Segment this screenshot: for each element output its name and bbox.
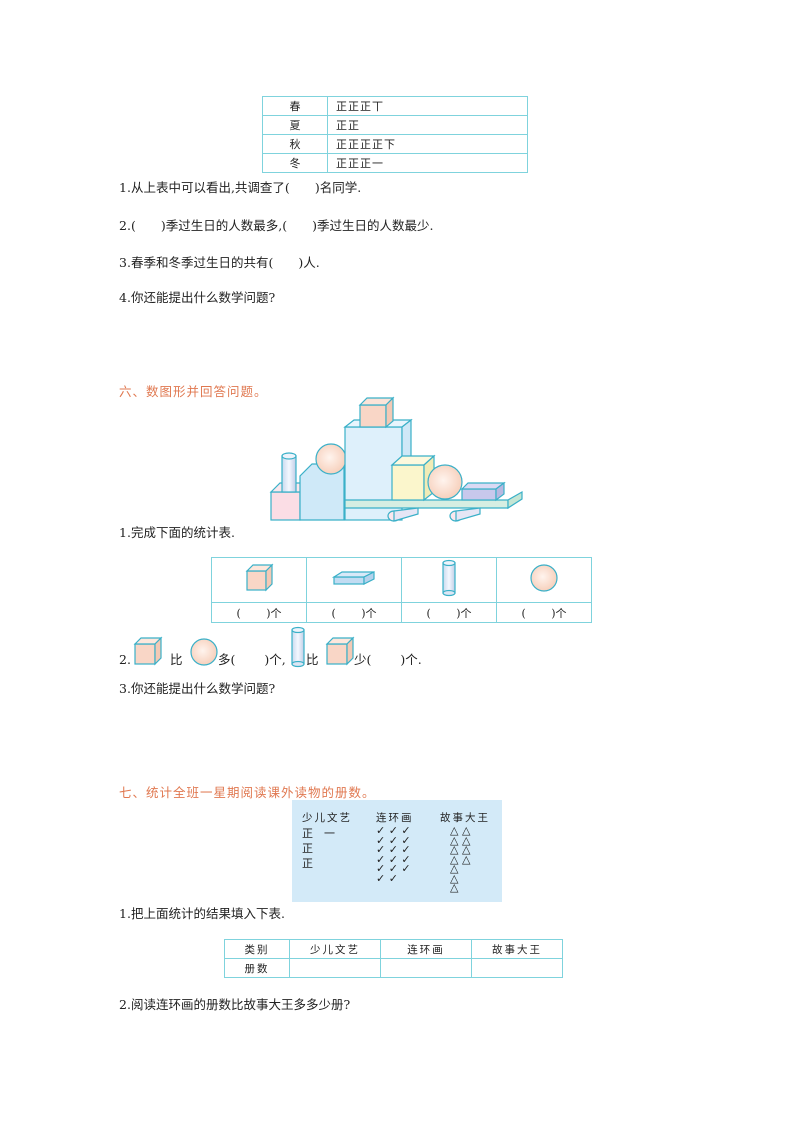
shape-cell-sphere <box>496 557 592 603</box>
table-row: 册数 <box>224 958 563 978</box>
header-cell: 类别 <box>224 939 290 959</box>
question-5-2: 2.( )季过生日的人数最多,( )季过生日的人数最少. <box>119 218 434 233</box>
shapes-pile-illustration <box>269 396 523 522</box>
compare-word: 比 <box>306 652 319 667</box>
table-row <box>211 557 592 603</box>
count-cell-cube[interactable]: ( )个 <box>211 602 307 623</box>
section-7-heading: 七、统计全班一星期阅读课外读物的册数。 <box>119 785 376 800</box>
shape-cell-cube <box>211 557 307 603</box>
header-cell: 故事大王 <box>471 939 563 959</box>
tally-cell: 正正正丅 <box>327 96 528 116</box>
answer-cell-comics[interactable] <box>380 958 472 978</box>
sphere-icon <box>190 638 218 666</box>
count-cell-sphere[interactable]: ( )个 <box>496 602 592 623</box>
answer-blank[interactable] <box>136 218 161 233</box>
question-5-1: 1.从上表中可以看出,共调查了( )名同学. <box>119 180 362 195</box>
cube-icon <box>133 636 163 666</box>
season-cell: 秋 <box>262 134 328 154</box>
question-6-3: 3.你还能提出什么数学问题? <box>119 681 276 696</box>
count-cell-cylinder[interactable]: ( )个 <box>401 602 497 623</box>
shape-cell-cylinder <box>401 557 497 603</box>
season-cell: 夏 <box>262 115 328 135</box>
tally-cell: 正正 <box>327 115 528 135</box>
header-cell: 连环画 <box>380 939 472 959</box>
question-6-2-number: 2. <box>119 652 131 667</box>
tally-column-comics: 连环画 ✓ ✓ ✓ ✓ ✓ ✓ ✓ ✓ ✓ ✓ ✓ ✓ ✓ ✓ ✓ ✓ ✓ <box>376 812 414 885</box>
reading-tally-box: 少儿文艺 正 一 正 正 连环画 ✓ ✓ ✓ ✓ ✓ ✓ ✓ ✓ ✓ ✓ ✓ ✓… <box>292 800 502 902</box>
table-row: 春 正正正丅 <box>262 96 528 116</box>
cuboid-icon <box>331 571 375 585</box>
table-row: 冬 正正正一 <box>262 153 528 173</box>
shape-cell-cuboid <box>306 557 402 603</box>
answer-cell-literature[interactable] <box>289 958 381 978</box>
book-count-table: 类别 少儿文艺 连环画 故事大王 册数 <box>224 939 563 978</box>
season-tally-table: 春 正正正丅 夏 正正 秋 正正正正下 冬 正正正一 <box>262 96 528 173</box>
question-7-1: 1.把上面统计的结果填入下表. <box>119 906 285 921</box>
answer-blank[interactable] <box>287 218 312 233</box>
season-cell: 冬 <box>262 153 328 173</box>
question-7-2: 2.阅读连环画的册数比故事大王多多少册? <box>119 997 351 1012</box>
tally-column-literature: 少儿文艺 正 一 正 正 <box>302 812 352 870</box>
row-label-cell: 册数 <box>224 958 290 978</box>
sphere-icon <box>530 564 558 592</box>
tally-cell: 正正正一 <box>327 153 528 173</box>
question-6-1: 1.完成下面的统计表. <box>119 525 235 540</box>
count-cell-cuboid[interactable]: ( )个 <box>306 602 402 623</box>
tally-cell: 正正正正下 <box>327 134 528 154</box>
answer-blank[interactable] <box>273 255 298 270</box>
section-6-heading: 六、数图形并回答问题。 <box>119 384 268 399</box>
question-5-4: 4.你还能提出什么数学问题? <box>119 290 276 305</box>
cylinder-icon <box>442 559 456 597</box>
table-row: 秋 正正正正下 <box>262 134 528 154</box>
compare-word: 比 <box>170 652 183 667</box>
question-5-3: 3.春季和冬季过生日的共有( )人. <box>119 255 320 270</box>
table-header-row: 类别 少儿文艺 连环画 故事大王 <box>224 939 563 959</box>
table-row: 夏 正正 <box>262 115 528 135</box>
answer-cell-stories[interactable] <box>471 958 563 978</box>
cube-icon <box>245 563 274 592</box>
answer-blank[interactable] <box>290 180 315 195</box>
compare-suffix-less: 少( )个. <box>354 652 422 667</box>
shape-count-table: ( )个 ( )个 ( )个 ( )个 <box>211 557 592 623</box>
season-cell: 春 <box>262 96 328 116</box>
cylinder-icon <box>291 626 305 668</box>
tally-column-stories: 故事大王 △ △ △ △ △ △ △ △ △ △ △ <box>440 812 490 894</box>
table-row: ( )个 ( )个 ( )个 ( )个 <box>211 602 592 623</box>
compare-suffix-more: 多( )个, <box>218 652 286 667</box>
header-cell: 少儿文艺 <box>289 939 381 959</box>
cube-icon <box>325 636 355 666</box>
